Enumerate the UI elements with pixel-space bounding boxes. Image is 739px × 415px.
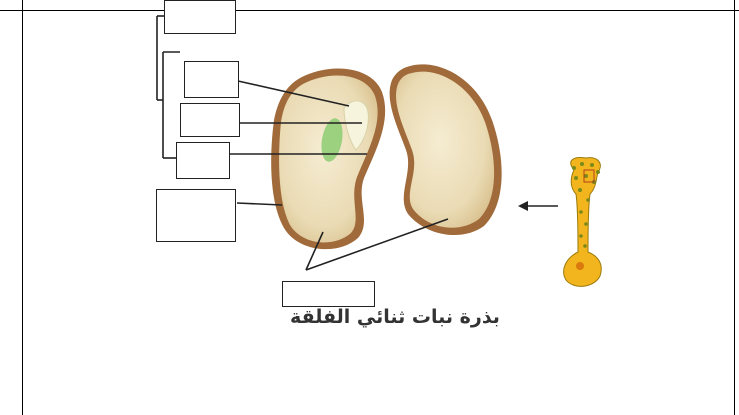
label-box-seed-coat[interactable]	[156, 189, 236, 242]
worksheet-right-border	[734, 0, 735, 415]
worksheet-top-border	[0, 10, 739, 11]
label-box-cotyledons[interactable]	[282, 281, 375, 307]
worksheet-left-border	[22, 0, 23, 415]
arrow-icon	[518, 201, 558, 211]
label-box-top[interactable]	[164, 0, 236, 34]
label-box-radicle[interactable]	[176, 142, 230, 179]
label-box-embryo[interactable]	[180, 103, 240, 137]
label-bracket	[156, 15, 180, 159]
embryo	[321, 100, 369, 162]
pollen-tube-icon	[563, 157, 602, 287]
diagram-caption: بذرة نبات ثنائي الفلقة	[290, 306, 500, 328]
right-cotyledon-half	[389, 64, 502, 236]
leader-lines	[230, 80, 449, 271]
label-box-plumule[interactable]	[184, 61, 239, 98]
